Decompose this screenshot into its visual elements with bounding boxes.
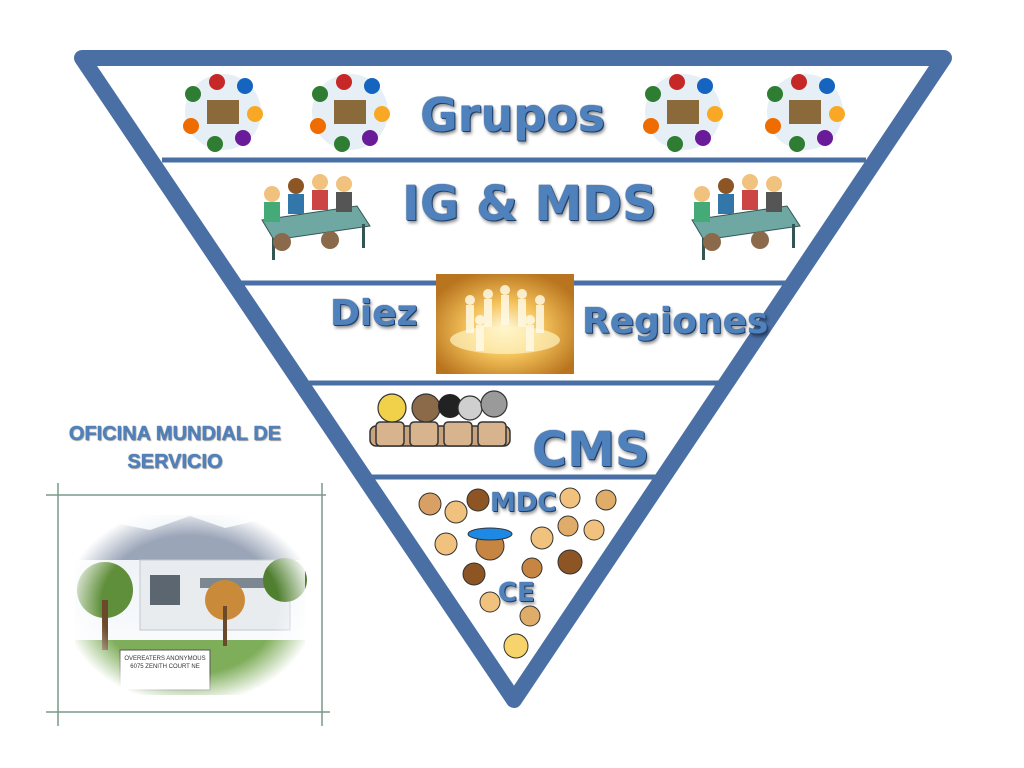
office-title-line2: SERVICIO — [127, 451, 223, 473]
diverse-faces-clipart — [418, 487, 617, 659]
trustees-board-clipart — [369, 390, 511, 447]
office-sign-line2: 6075 ZENITH COURT NE — [130, 664, 200, 670]
tier-label-mdc: MDC — [490, 488, 557, 518]
group-meeting-clipart-4 — [765, 74, 845, 152]
tier-label-groups: Grupos — [420, 88, 606, 142]
group-meeting-clipart-1 — [183, 74, 263, 152]
tier-label-regiones: Regiones — [582, 301, 769, 342]
people-circle-light-clipart — [436, 274, 574, 374]
office-title: OFICINA MUNDIAL DE SERVICIO — [40, 420, 310, 476]
office-sign-line1: OVEREATERS ANONYMOUS — [124, 656, 206, 662]
office-building-photo — [46, 483, 330, 726]
office-title-line1: OFICINA MUNDIAL DE — [68, 423, 282, 445]
tier-label-ig-mds: IG & MDS — [402, 176, 657, 232]
group-meeting-clipart-3 — [643, 74, 723, 152]
office-sign-text: OVEREATERS ANONYMOUS 6075 ZENITH COURT N… — [122, 655, 208, 671]
committee-table-clipart-left — [261, 174, 371, 260]
committee-table-clipart-right — [691, 174, 801, 260]
tier-label-diez: Diez — [330, 293, 418, 334]
tier-label-ce: CE — [498, 578, 535, 608]
group-meeting-clipart-2 — [310, 74, 390, 152]
tier-label-cms: CMS — [532, 422, 650, 478]
